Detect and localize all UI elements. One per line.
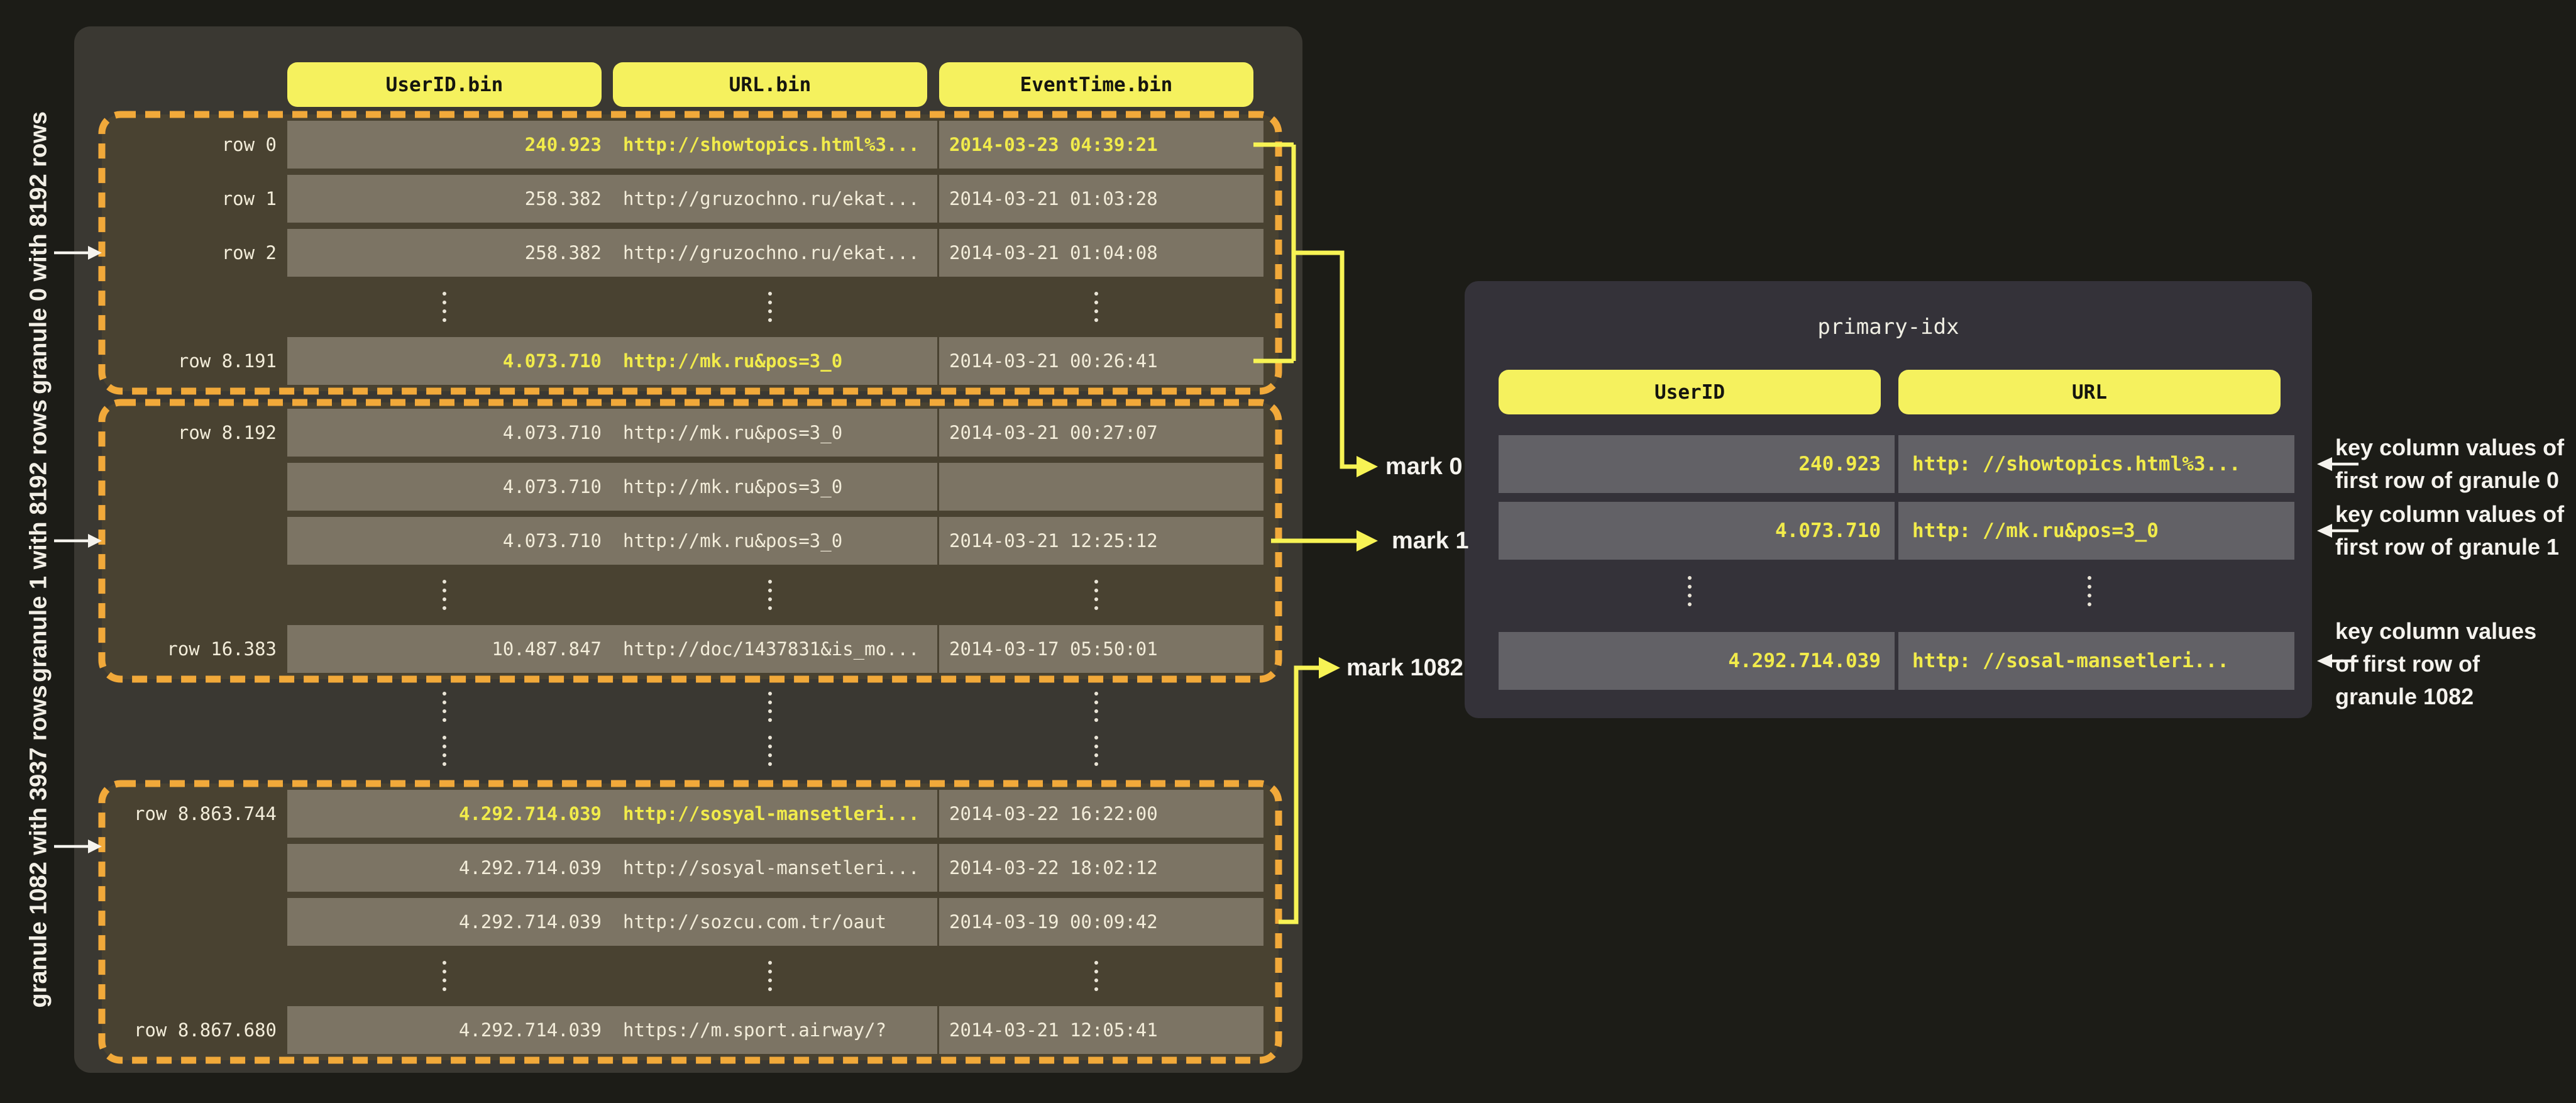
primary-userid-cell: 240.923: [1499, 435, 1895, 493]
annotation-1-arrow-icon: [2317, 524, 2332, 538]
ellipsis-dots: [443, 961, 446, 991]
eventtime-cell: 2014-03-17 05:50:01: [939, 625, 1263, 673]
primary-url-cell: http: //mk.ru&pos=3_0: [1898, 502, 2294, 560]
row-label: row 1: [221, 188, 277, 209]
row-label: row 8.863.744: [134, 803, 277, 824]
url-cell: http://mk.ru&pos=3_0: [613, 337, 937, 385]
userid-cell: 258.382: [287, 175, 614, 223]
eventtime-cell: 2014-03-22 16:22:00: [939, 790, 1263, 838]
eventtime-cell: [939, 463, 1263, 511]
granule-1-side-label: granule 1 with 8192 rows: [25, 399, 52, 682]
row-label: row 16.383: [167, 638, 277, 660]
annotation-0-arrow-icon: [2317, 457, 2332, 471]
userid-cell: 4.292.714.039: [287, 898, 614, 946]
granule-0-side-label: granule 0 with 8192 rows: [25, 111, 52, 394]
primary-header-userid: UserID: [1499, 370, 1881, 414]
annotation-granule-1082: key column values of first row of granul…: [2335, 618, 2537, 709]
row-label: row 8.191: [177, 350, 277, 372]
row-label: row 8.867.680: [134, 1019, 277, 1041]
ellipsis-dots: [1688, 576, 1692, 606]
row-label: [107, 844, 277, 892]
primary-userid-cell: 4.073.710: [1499, 502, 1895, 560]
ellipsis-dots: [768, 292, 772, 322]
ellipsis-dots: [443, 292, 446, 322]
mark-1-label: mark 1: [1392, 528, 1469, 554]
mark-1082-arrowhead-icon: [1319, 657, 1340, 679]
url-cell: https://m.sport.airway/?: [613, 1006, 937, 1054]
ellipsis-dots: [768, 580, 772, 610]
mark-0-arrowhead-icon: [1357, 456, 1378, 477]
userid-cell: 4.073.710: [287, 463, 614, 511]
mark-1-arrowhead-icon: [1357, 530, 1378, 552]
userid-cell: 4.073.710: [287, 409, 614, 457]
userid-cell: 4.073.710: [287, 517, 614, 565]
url-cell: http://showtopics.html%3...: [613, 121, 937, 169]
url-cell: http://doc/1437831&is_mo...: [613, 625, 937, 673]
row-label: row 2: [221, 242, 277, 263]
url-cell: http://gruzochno.ru/ekat...: [613, 175, 937, 223]
ellipsis-dots: [1094, 692, 1098, 722]
ellipsis-dots: [768, 692, 772, 722]
column-header-eventtime-bin: EventTime.bin: [939, 62, 1253, 107]
url-cell: http://sozcu.com.tr/oaut: [613, 898, 937, 946]
annotation-granule-0: key column values of first row of granul…: [2335, 435, 2565, 493]
row-label: [107, 517, 277, 565]
userid-cell: 240.923: [287, 121, 614, 169]
ellipsis-dots: [1094, 292, 1098, 322]
ellipsis-dots: [443, 736, 446, 766]
eventtime-cell: 2014-03-21 00:26:41: [939, 337, 1263, 385]
ellipsis-dots: [443, 692, 446, 722]
granule-1082-side-label: granule 1082 with 3937 rows: [25, 685, 52, 1008]
primary-header-url: URL: [1898, 370, 2281, 414]
ellipsis-dots: [2088, 576, 2091, 606]
eventtime-cell: 2014-03-23 04:39:21: [939, 121, 1263, 169]
url-cell: http://sosyal-mansetleri...: [613, 844, 937, 892]
ellipsis-dots: [768, 736, 772, 766]
ellipsis-dots: [1094, 961, 1098, 991]
userid-cell: 4.292.714.039: [287, 790, 614, 838]
eventtime-cell: 2014-03-21 00:27:07: [939, 409, 1263, 457]
row-label: [107, 463, 277, 511]
eventtime-cell: 2014-03-22 18:02:12: [939, 844, 1263, 892]
annotation-2-arrow-icon: [2317, 654, 2332, 668]
primary-userid-cell: 4.292.714.039: [1499, 632, 1895, 690]
userid-cell: 4.292.714.039: [287, 1006, 614, 1054]
ellipsis-dots: [768, 961, 772, 991]
eventtime-cell: 2014-03-21 01:04:08: [939, 229, 1263, 277]
primary-url-cell: http: //showtopics.html%3...: [1898, 435, 2294, 493]
url-cell: http://sosyal-mansetleri...: [613, 790, 937, 838]
row-label: row 0: [221, 134, 277, 155]
ellipsis-dots: [1094, 580, 1098, 610]
url-cell: http://mk.ru&pos=3_0: [613, 517, 937, 565]
url-cell: http://gruzochno.ru/ekat...: [613, 229, 937, 277]
eventtime-cell: 2014-03-21 01:03:28: [939, 175, 1263, 223]
row-label: [107, 898, 277, 946]
userid-cell: 4.073.710: [287, 337, 614, 385]
url-cell: http://mk.ru&pos=3_0: [613, 463, 937, 511]
primary-url-cell: http: //sosal-mansetleri...: [1898, 632, 2294, 690]
mark-0-label: mark 0: [1385, 453, 1463, 480]
primary-index-title: primary-idx: [1817, 314, 1959, 340]
ellipsis-dots: [1094, 736, 1098, 766]
ellipsis-dots: [443, 580, 446, 610]
eventtime-cell: 2014-03-21 12:25:12: [939, 517, 1263, 565]
userid-cell: 258.382: [287, 229, 614, 277]
row-label: row 8.192: [177, 422, 277, 443]
userid-cell: 4.292.714.039: [287, 844, 614, 892]
userid-cell: 10.487.847: [287, 625, 614, 673]
eventtime-cell: 2014-03-19 00:09:42: [939, 898, 1263, 946]
column-header-url-bin: URL.bin: [613, 62, 927, 107]
mark-1082-label: mark 1082: [1346, 655, 1463, 681]
annotation-granule-1: key column values of first row of granul…: [2335, 501, 2565, 560]
column-header-userid-bin: UserID.bin: [287, 62, 602, 107]
eventtime-cell: 2014-03-21 12:05:41: [939, 1006, 1263, 1054]
url-cell: http://mk.ru&pos=3_0: [613, 409, 937, 457]
